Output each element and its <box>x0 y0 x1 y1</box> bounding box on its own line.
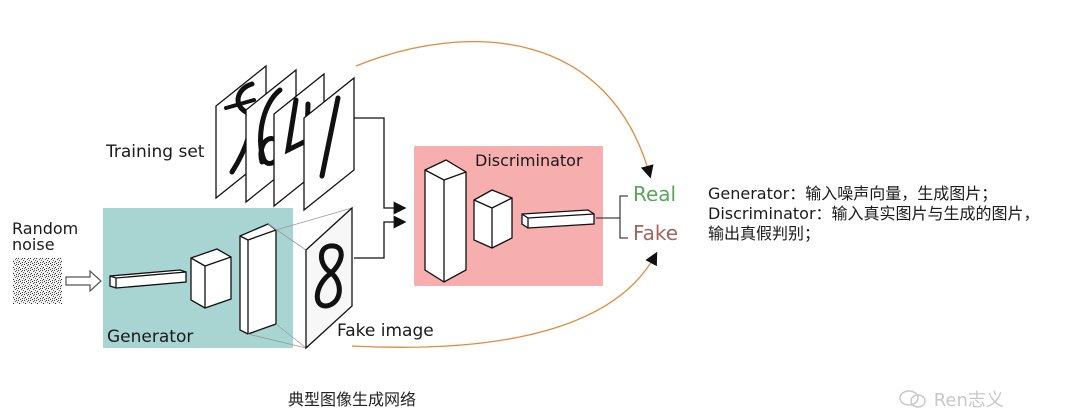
random-noise-label-line1: Random <box>12 219 78 238</box>
training-set-cards <box>215 64 355 212</box>
discriminator-description-cont: 输出真假判别； <box>708 224 821 243</box>
description-block: Generator：输入噪声向量，生成图片； Discriminator：输入真… <box>708 184 1040 244</box>
noise-image <box>13 258 62 304</box>
generator-description: Generator：输入噪声向量，生成图片； <box>708 184 998 203</box>
output-bracket <box>596 195 628 239</box>
discriminator-layers <box>424 159 595 283</box>
watermark-text: Ren志义 <box>933 390 1004 411</box>
feedback-curves <box>351 40 658 348</box>
discriminator-label: Discriminator <box>475 151 583 170</box>
figure-caption: 典型图像生成网络 <box>288 390 417 409</box>
wechat-logo-icon <box>899 390 926 408</box>
projection-lines <box>247 207 353 349</box>
discriminator-description: Discriminator：输入真实图片与生成的图片， <box>708 204 1040 223</box>
fake-image-card <box>305 206 353 350</box>
watermark: Ren志义 <box>898 386 1004 412</box>
random-noise-label-line2: noise <box>12 235 55 254</box>
fake-image-label: Fake image <box>337 321 434 341</box>
generator-label: Generator <box>107 327 193 347</box>
training-set-label: Training set <box>105 142 205 162</box>
generator-layers <box>109 223 277 335</box>
fake-output-label: Fake <box>633 221 678 245</box>
real-label: Real <box>633 182 676 206</box>
noise-arrow <box>65 269 102 293</box>
connector-lines <box>354 117 407 259</box>
